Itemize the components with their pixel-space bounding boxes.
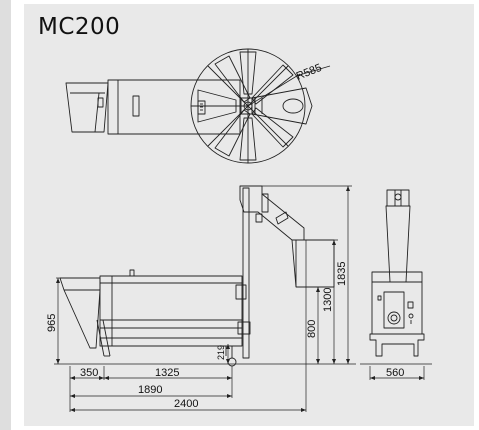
radius-label: R585 <box>295 62 324 83</box>
front-base <box>369 333 425 357</box>
side-view <box>59 185 335 367</box>
top-body-detail <box>132 95 140 117</box>
top-view <box>65 48 331 164</box>
top-body-outline <box>107 79 241 135</box>
dim-560: 560 <box>386 367 404 379</box>
front-column <box>385 205 411 283</box>
top-hopper-detail <box>97 97 104 108</box>
side-chute <box>291 239 335 288</box>
dim-350: 350 <box>80 367 98 379</box>
model-title: MC200 <box>38 14 121 40</box>
dim-1325: 1325 <box>155 367 179 379</box>
top-arm <box>251 87 313 125</box>
dim-1300: 1300 <box>322 288 334 312</box>
side-column <box>242 187 250 359</box>
front-view <box>369 189 425 357</box>
dim-2400: 2400 <box>174 398 198 410</box>
dim-1890: 1890 <box>138 384 162 396</box>
dim-219: 219 <box>216 345 226 360</box>
front-body <box>371 271 423 335</box>
dim-1835: 1835 <box>336 262 348 286</box>
dimension-lines <box>54 185 432 412</box>
dim-800: 800 <box>306 320 318 338</box>
side-hopper <box>59 277 101 349</box>
side-arm <box>239 185 305 241</box>
top-hopper-outline <box>65 82 109 133</box>
left-margin-bar <box>0 0 11 430</box>
dim-965: 965 <box>46 314 58 332</box>
top-body-detail <box>197 100 206 115</box>
